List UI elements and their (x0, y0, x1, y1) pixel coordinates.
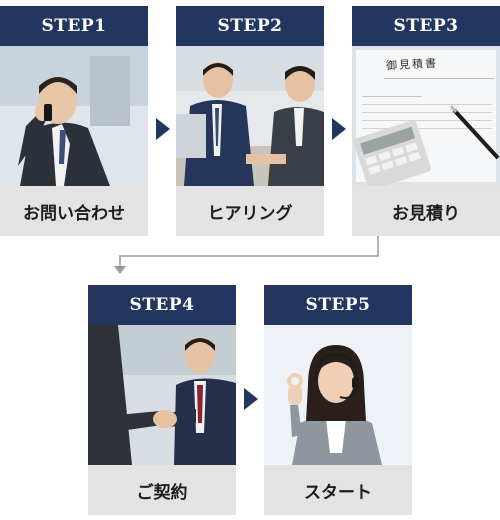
operator-with-headset-image (264, 325, 412, 465)
step-label: お見積り (352, 186, 500, 236)
step-label: ヒアリング (176, 186, 324, 236)
arrow-right-icon (156, 118, 170, 140)
handshake-image (88, 325, 236, 465)
arrow-right-icon (244, 388, 258, 410)
step-label: お問い合わせ (0, 186, 148, 236)
step-number: STEP5 (264, 285, 412, 325)
arrow-right-icon (332, 118, 346, 140)
step-card-4: STEP4 ご契約 (88, 285, 236, 515)
step-number: STEP3 (352, 6, 500, 46)
step-card-1: STEP1 お問い合わせ (0, 6, 148, 236)
step-card-2: STEP2 ヒアリング (176, 6, 324, 236)
step-number: STEP2 (176, 6, 324, 46)
business-meeting-image (176, 46, 324, 186)
step-number: STEP4 (88, 285, 236, 325)
step-label: スタート (264, 465, 412, 515)
step-number: STEP1 (0, 6, 148, 46)
estimate-document-image: 御見積書 (352, 46, 500, 186)
arrow-down-icon (114, 266, 126, 274)
step-card-5: STEP5 スタート (264, 285, 412, 515)
document-title: 御見積書 (385, 56, 439, 73)
step-label: ご契約 (88, 465, 236, 515)
connector-line (114, 236, 379, 274)
step-card-3: STEP3 御見積書 お見積 (352, 6, 500, 236)
businessman-on-phone-image (0, 46, 148, 186)
